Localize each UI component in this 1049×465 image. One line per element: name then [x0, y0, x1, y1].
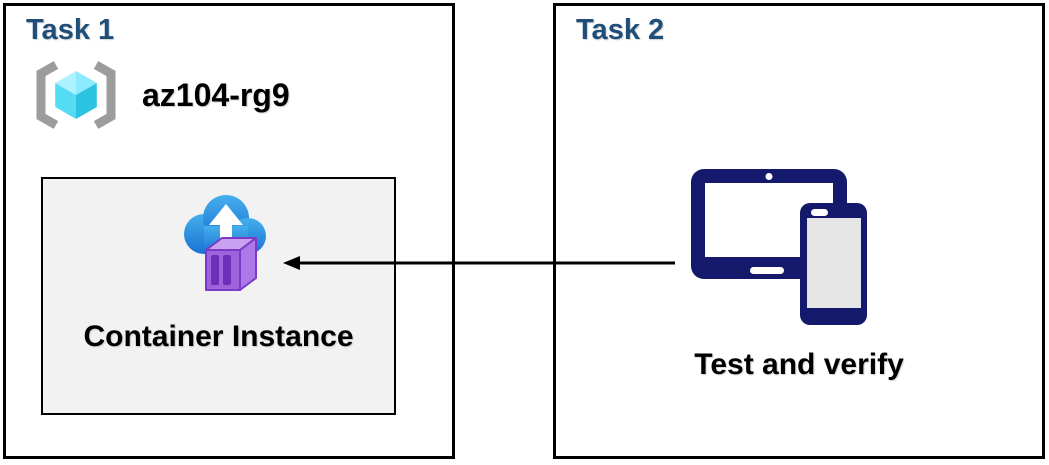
- arrowhead-left: [283, 256, 300, 270]
- container-instance-label: Container Instance: [83, 320, 354, 353]
- task1-panel: Task 1 az104-rg9: [3, 3, 455, 459]
- container-instance-box: Container Instance: [41, 177, 396, 415]
- devices-icon: [691, 169, 867, 325]
- task1-title: Task 1: [26, 14, 115, 46]
- container-instance-icon: [184, 195, 266, 291]
- task2-title: Task 2: [576, 14, 665, 46]
- arrow-connector: [283, 256, 675, 270]
- resource-group-row: az104-rg9: [30, 60, 290, 130]
- phone-icon: [800, 203, 867, 325]
- container-door-stripes: [211, 255, 231, 285]
- task2-panel: Task 2 Test and verify: [553, 3, 1045, 459]
- resource-group-name: az104-rg9: [142, 76, 290, 113]
- resource-group-icon: [36, 61, 116, 129]
- test-and-verify-label: Test and verify: [694, 348, 904, 381]
